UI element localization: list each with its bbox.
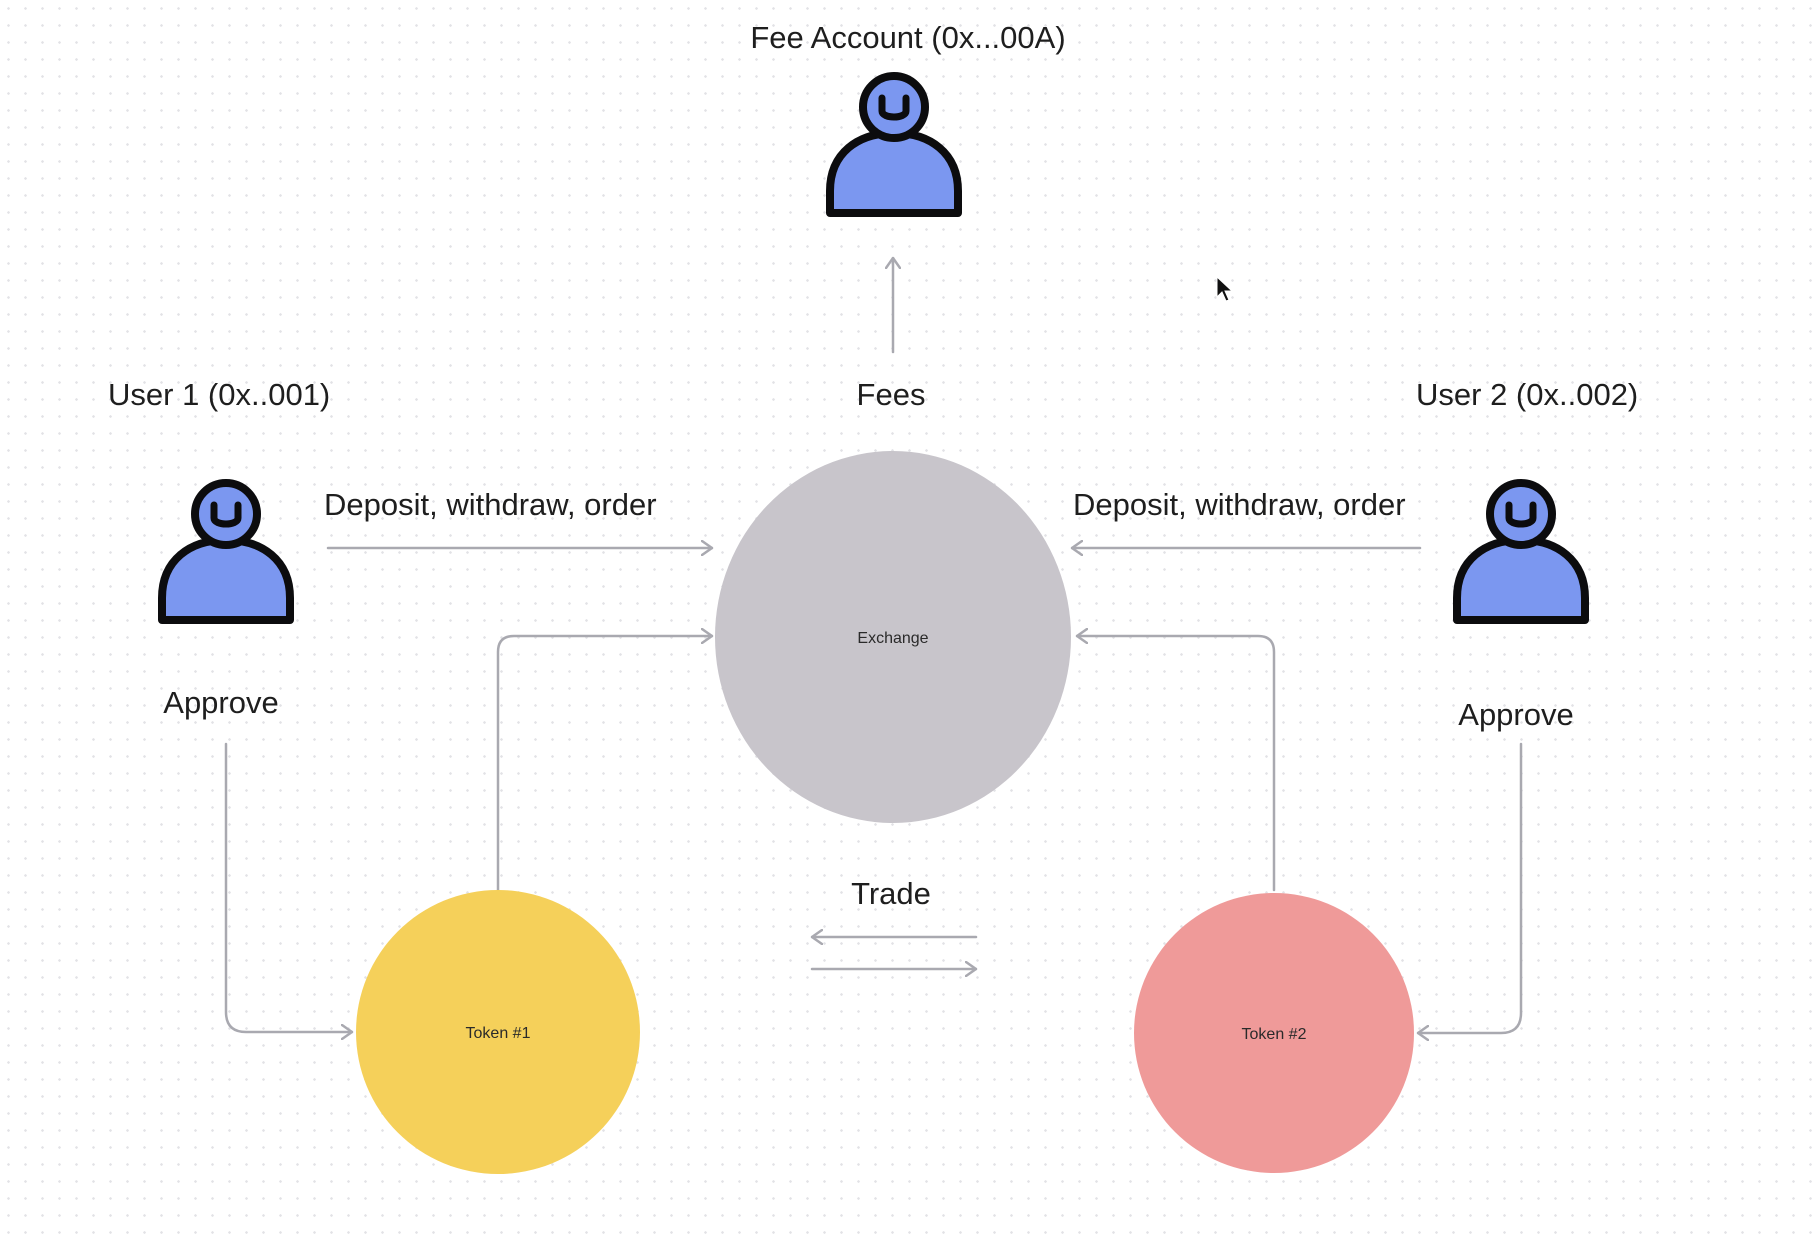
user1-approve-label: Approve: [163, 685, 278, 720]
user2-user-icon: [1457, 483, 1585, 620]
token1-node: [356, 890, 640, 1174]
user1-exchange-label: Deposit, withdraw, order: [324, 487, 657, 522]
token2-node: [1134, 893, 1414, 1173]
token2-exchange-edge: [1075, 636, 1276, 892]
exchange-label: Exchange: [857, 630, 928, 647]
user2-token2-approve-edge: [1416, 742, 1523, 1033]
trade-label: Trade: [851, 876, 931, 911]
fees-label: Fees: [857, 377, 926, 412]
fee-account-user-icon: [830, 76, 958, 213]
user2-exchange-label: Deposit, withdraw, order: [1073, 487, 1406, 522]
token2-label: Token #2: [1242, 1026, 1307, 1043]
token1-exchange-edge: [496, 636, 714, 892]
user2-approve-label: Approve: [1458, 697, 1573, 732]
user1-token1-approve-edge: [224, 742, 354, 1032]
exchange-node: [715, 451, 1071, 823]
fee-account-label: Fee Account (0x...00A): [750, 20, 1065, 55]
user1-label: User 1 (0x..001): [108, 377, 330, 412]
user2-label: User 2 (0x..002): [1416, 377, 1638, 412]
user1-user-icon: [162, 483, 290, 620]
mouse-cursor-icon: [1216, 275, 1234, 302]
token1-label: Token #1: [466, 1025, 531, 1042]
